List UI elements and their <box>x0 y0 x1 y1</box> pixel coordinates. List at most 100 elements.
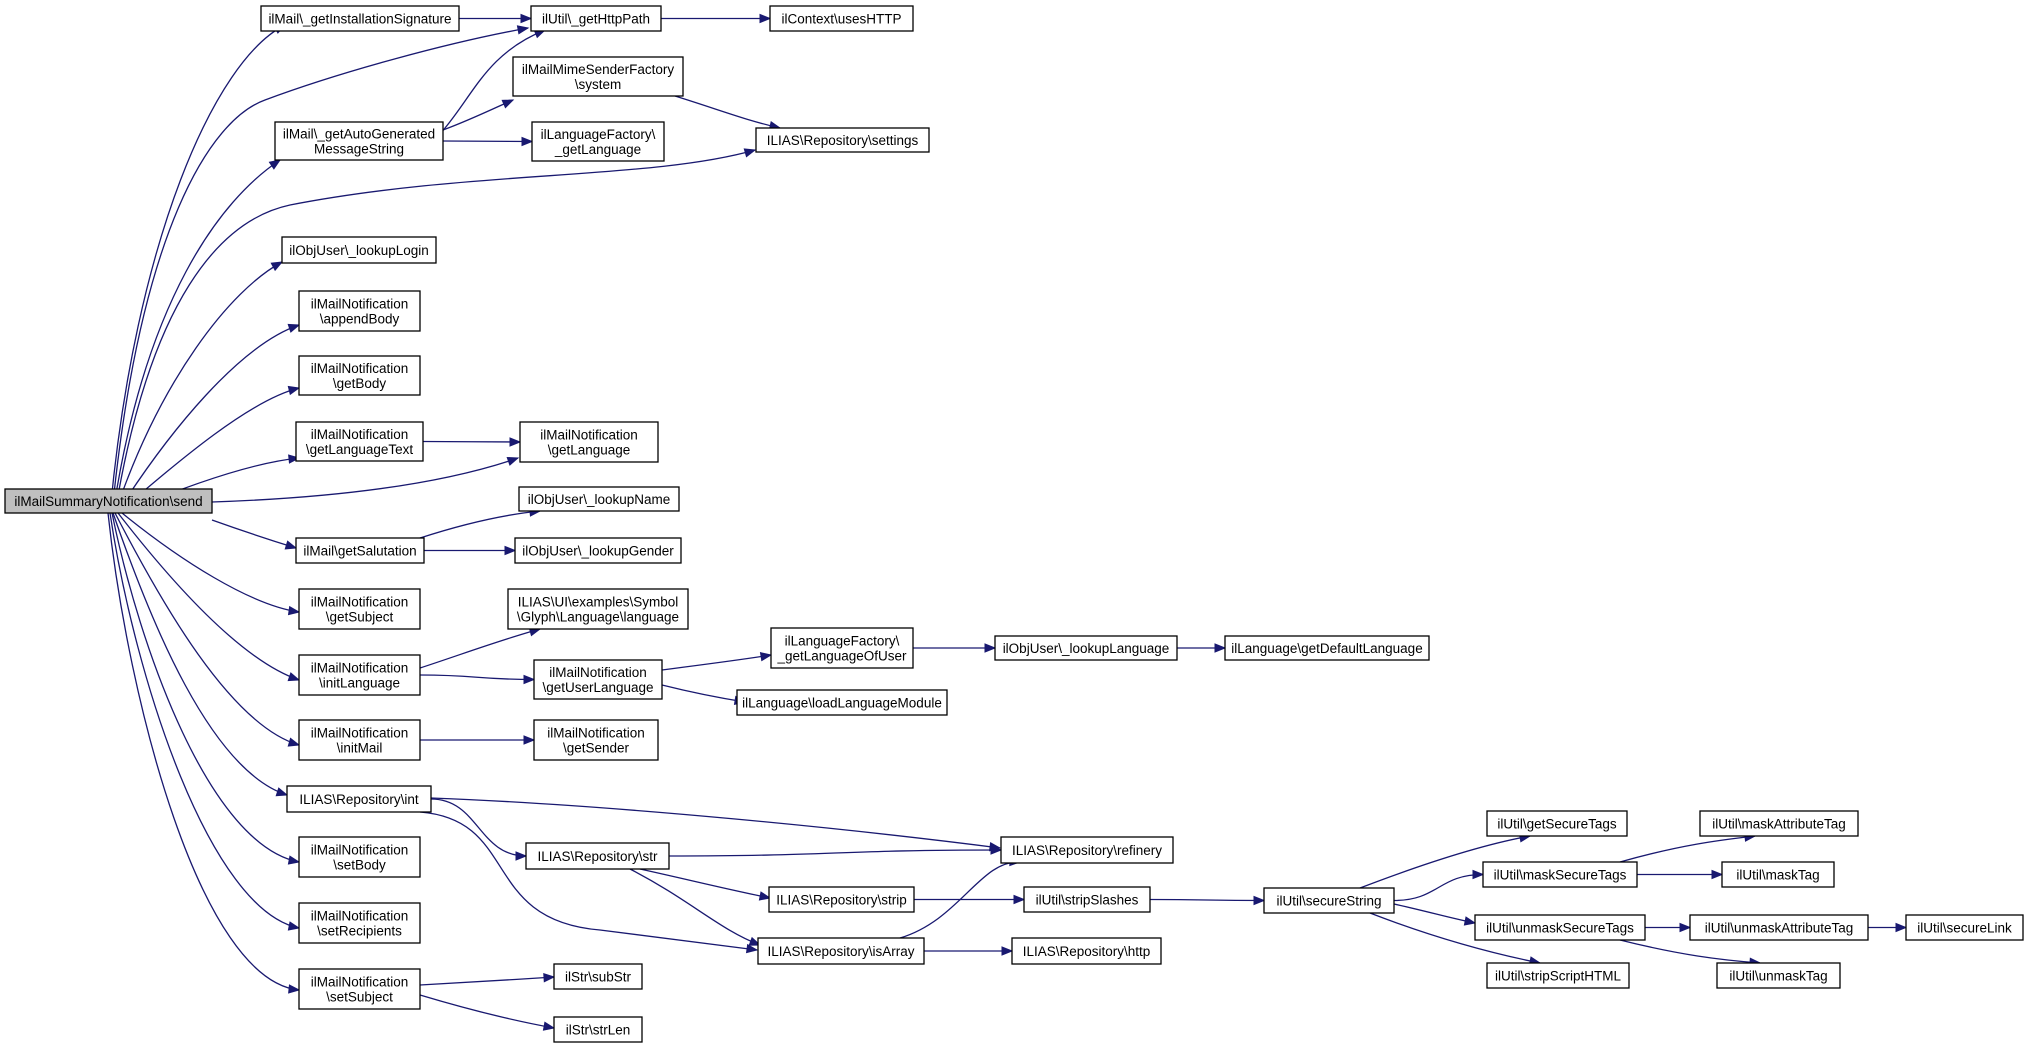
node-repoInt[interactable]: ILIAS\Repository\int <box>286 785 432 813</box>
node-getSubject[interactable]: ilMailNotification\getSubject <box>298 588 421 630</box>
node-installSig[interactable]: ilMail\_getInstallationSignature <box>260 5 460 32</box>
node-label: ilMailNotification <box>549 665 647 680</box>
node-lookupGender[interactable]: ilObjUser\_lookupGender <box>514 537 682 564</box>
arrowhead-icon <box>288 984 301 994</box>
arrowhead-icon <box>523 735 536 745</box>
node-label: \initMail <box>337 741 383 756</box>
node-secureLink[interactable]: ilUtil\secureLink <box>1905 914 2024 941</box>
arrowhead-icon <box>287 385 301 396</box>
edge-line <box>1393 873 1484 902</box>
node-unmaskSecureTags[interactable]: ilUtil\unmaskSecureTags <box>1474 914 1646 941</box>
node-label: ilMail\_getAutoGenerated <box>283 127 435 142</box>
node-maskAttributeTag[interactable]: ilUtil\maskAttributeTag <box>1699 810 1859 837</box>
node-repoHttp[interactable]: ILIAS\Repository\http <box>1011 937 1162 965</box>
node-box <box>768 886 915 913</box>
arrowhead-icon <box>275 787 289 797</box>
node-label: \Glyph\Language\language <box>517 610 679 625</box>
node-label: ILIAS\Repository\refinery <box>1012 843 1162 858</box>
edge-mimeSystem-to-repoSettings <box>674 95 782 131</box>
edge-line <box>442 140 533 143</box>
node-usesHTTP[interactable]: ilContext\usesHTTP <box>769 5 914 32</box>
node-box <box>533 719 659 761</box>
edge-line <box>419 976 555 986</box>
node-setBody[interactable]: ilMailNotification\setBody <box>298 836 421 878</box>
node-box <box>1023 886 1151 913</box>
node-getLangText[interactable]: ilMailNotification\getLanguageText <box>295 421 424 462</box>
arrowhead-icon <box>268 159 282 170</box>
node-getUserLanguage[interactable]: ilMailNotification\getUserLanguage <box>533 659 663 700</box>
node-maskSecureTags[interactable]: ilUtil\maskSecureTags <box>1482 861 1638 888</box>
node-repoStrip[interactable]: ILIAS\Repository\strip <box>768 886 915 913</box>
edge-root-to-lookupLogin <box>114 261 284 514</box>
node-loadLangModule[interactable]: ilLanguage\loadLanguageModule <box>736 689 948 716</box>
node-langFactGet[interactable]: ilLanguageFactory\_getLanguage <box>531 121 665 162</box>
node-getLanguage[interactable]: ilMailNotification\getLanguage <box>519 421 659 463</box>
node-label: \setBody <box>333 858 386 873</box>
node-label: ilLanguage\getDefaultLanguage <box>1231 641 1422 656</box>
node-getBody[interactable]: ilMailNotification\getBody <box>298 355 421 396</box>
node-root[interactable]: ilMailSummaryNotification\send <box>4 488 213 514</box>
arrowhead-icon <box>1253 895 1266 906</box>
edge-getSalutation-to-lookupName <box>419 507 542 539</box>
node-lookupName[interactable]: ilObjUser\_lookupName <box>518 486 680 512</box>
node-setSubject[interactable]: ilMailNotification\setSubject <box>298 968 421 1010</box>
node-initLanguage[interactable]: ilMailNotification\initLanguage <box>298 654 421 696</box>
node-unmaskAttributeTag[interactable]: ilUtil\unmaskAttributeTag <box>1689 914 1869 941</box>
node-label: ilMailMimeSenderFactory <box>522 62 675 77</box>
node-getSalutation[interactable]: ilMail\getSalutation <box>295 537 425 564</box>
node-secureString[interactable]: ilUtil\secureString <box>1263 887 1395 914</box>
node-lookupLogin[interactable]: ilObjUser\_lookupLogin <box>281 236 437 264</box>
arrowhead-icon <box>1463 916 1477 926</box>
node-repoSettings[interactable]: ILIAS\Repository\settings <box>755 127 930 153</box>
node-label: ilObjUser\_lookupName <box>528 492 671 507</box>
node-getSecureTags[interactable]: ilUtil\getSecureTags <box>1486 810 1628 837</box>
node-subStr[interactable]: ilStr\subStr <box>553 963 643 990</box>
call-graph-nodes: ilMailSummaryNotification\send ilMail\_ge… <box>4 5 2024 1043</box>
arrowhead-icon <box>1895 922 1908 933</box>
node-stripSlashes[interactable]: ilUtil\stripSlashes <box>1023 886 1151 913</box>
node-defaultLanguage[interactable]: ilLanguage\getDefaultLanguage <box>1224 635 1430 661</box>
node-box <box>533 659 663 700</box>
node-glyphLanguage[interactable]: ILIAS\UI\examples\Symbol\Glyph\Language\… <box>507 588 689 630</box>
node-repoStr[interactable]: ILIAS\Repository\str <box>525 842 670 870</box>
node-label: ILIAS\Repository\http <box>1023 944 1151 959</box>
node-label: ilMailNotification <box>311 975 409 990</box>
node-unmaskTag[interactable]: ilUtil\unmaskTag <box>1716 962 1841 989</box>
edge-secureString-to-maskSecureTags <box>1393 869 1485 902</box>
node-box <box>298 902 421 944</box>
edge-line <box>111 512 300 863</box>
node-mimeSystem[interactable]: ilMailMimeSenderFactory\system <box>512 56 684 97</box>
edge-root-to-setSubject <box>107 512 301 994</box>
node-lookupLanguage[interactable]: ilObjUser\_lookupLanguage <box>994 635 1178 661</box>
node-label: ilMailNotification <box>311 661 409 676</box>
node-label: ilMailSummaryNotification\send <box>14 494 202 509</box>
edge-getUserLanguage-to-langOfUser <box>661 651 773 671</box>
node-box <box>755 127 930 153</box>
node-label: ilMailNotification <box>311 909 409 924</box>
node-box <box>295 537 425 564</box>
node-strLen[interactable]: ilStr\strLen <box>553 1016 643 1043</box>
node-getHttpPath[interactable]: ilUtil\_getHttpPath <box>530 5 662 32</box>
node-appendBody[interactable]: ilMailNotification\appendBody <box>298 290 421 332</box>
arrowhead-icon <box>1679 922 1692 933</box>
edge-root-to-getSalutation <box>211 519 298 550</box>
node-box <box>994 635 1178 661</box>
node-label: ilObjUser\_lookupLogin <box>289 243 429 258</box>
node-label: ilMailNotification <box>311 297 409 312</box>
node-repoIsArray[interactable]: ILIAS\Repository\isArray <box>757 937 925 965</box>
edge-setSubject-to-subStr <box>419 972 556 986</box>
node-label: ilUtil\maskTag <box>1736 868 1819 883</box>
node-stripScriptHTML[interactable]: ilUtil\stripScriptHTML <box>1486 962 1630 989</box>
node-initMail[interactable]: ilMailNotification\initMail <box>298 719 421 761</box>
node-maskTag[interactable]: ilUtil\maskTag <box>1721 861 1835 888</box>
arrowhead-icon <box>990 845 1003 855</box>
node-repoRefinery[interactable]: ILIAS\Repository\refinery <box>1000 836 1174 864</box>
node-getSender[interactable]: ilMailNotification\getSender <box>533 719 659 761</box>
edge-initLanguage-to-glyphLanguage <box>419 627 542 669</box>
node-setRecipients[interactable]: ilMailNotification\setRecipients <box>298 902 421 944</box>
edge-maskSecureTags-to-maskAttributeTag <box>1619 832 1757 863</box>
edge-stripSlashes-to-secureString <box>1149 895 1266 906</box>
node-langOfUser[interactable]: ilLanguageFactory\_getLanguageOfUser <box>770 627 914 669</box>
